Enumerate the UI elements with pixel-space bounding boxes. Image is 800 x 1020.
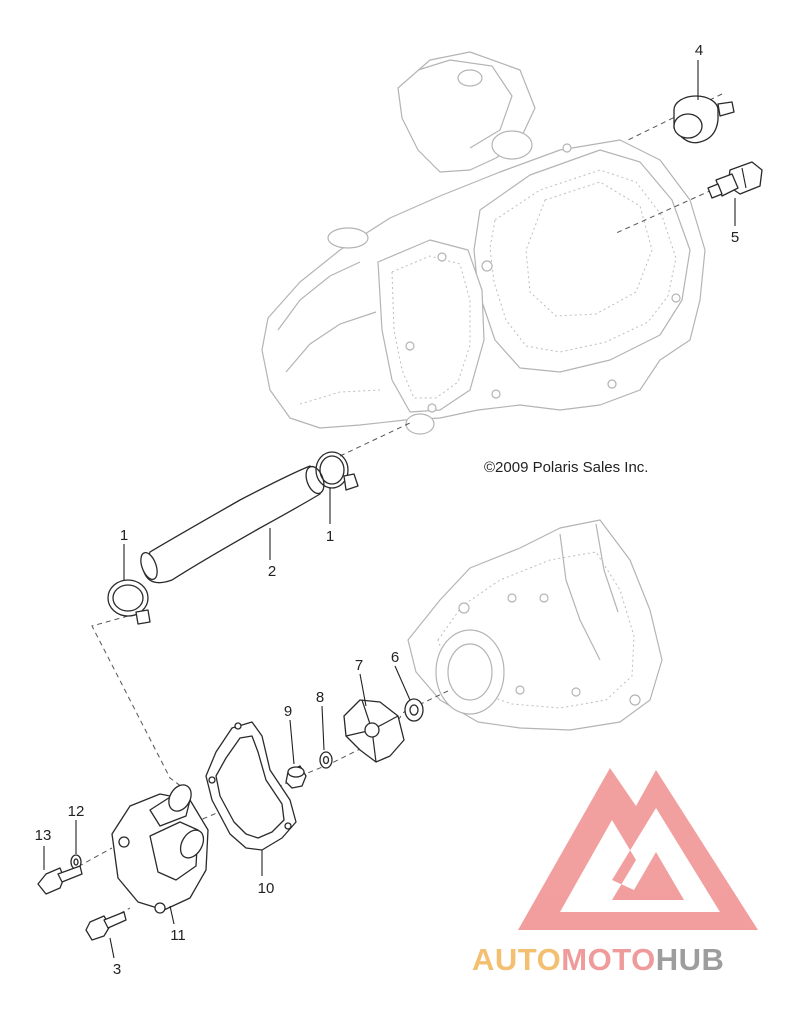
watermark-hub: HUB (656, 942, 725, 977)
svg-text:AUTOMOTOHUB: AUTOMOTOHUB (472, 942, 724, 977)
callout-leaders (43, 60, 736, 959)
part-3-cap[interactable] (673, 95, 735, 144)
part-8-plug[interactable] (285, 765, 307, 789)
part-13-bolt[interactable] (85, 911, 127, 941)
callout-6: 7 (355, 657, 363, 674)
part-10-pump-cover[interactable] (111, 781, 209, 914)
automotohub-watermark: AUTOMOTOHUB (472, 768, 758, 977)
part-7-washer[interactable] (319, 751, 333, 769)
part-2-coolant-hose[interactable] (138, 464, 328, 584)
watermark-moto: MOTO (561, 942, 655, 977)
callout-4: 5 (731, 229, 739, 246)
callout-13: 3 (113, 961, 121, 978)
callout-5: 6 (391, 649, 399, 666)
part-1-hose-clamp-lower[interactable] (107, 579, 151, 625)
cylinder-head-illustration (261, 51, 706, 435)
part-12-bolt[interactable] (37, 865, 83, 895)
part-11-washer[interactable] (70, 854, 82, 870)
callout-8: 9 (284, 703, 292, 720)
part-1-hose-clamp-upper[interactable] (315, 451, 359, 491)
callout-2: 2 (268, 563, 276, 580)
callout-9: 10 (258, 880, 275, 897)
crankcase-illustration (407, 519, 663, 731)
callout-12: 13 (35, 827, 52, 844)
callout-10: 11 (170, 927, 186, 944)
part-5-seal[interactable] (404, 698, 424, 722)
part-6-impeller[interactable] (343, 699, 405, 763)
watermark-logo-mark (518, 768, 758, 930)
callout-labels: 4 5 1 1 2 6 7 8 9 10 11 12 13 3 (35, 42, 740, 978)
copyright-text: ©2009 Polaris Sales Inc. (484, 459, 648, 476)
callout-11: 12 (68, 803, 85, 820)
watermark-auto: AUTO (472, 942, 561, 977)
callout-1-lower: 1 (120, 527, 128, 544)
callout-3: 4 (695, 42, 703, 59)
part-9-gasket[interactable] (205, 721, 297, 851)
part-4-temp-sensor[interactable] (707, 161, 763, 199)
callout-7: 8 (316, 689, 324, 706)
callout-1-upper: 1 (326, 528, 334, 545)
